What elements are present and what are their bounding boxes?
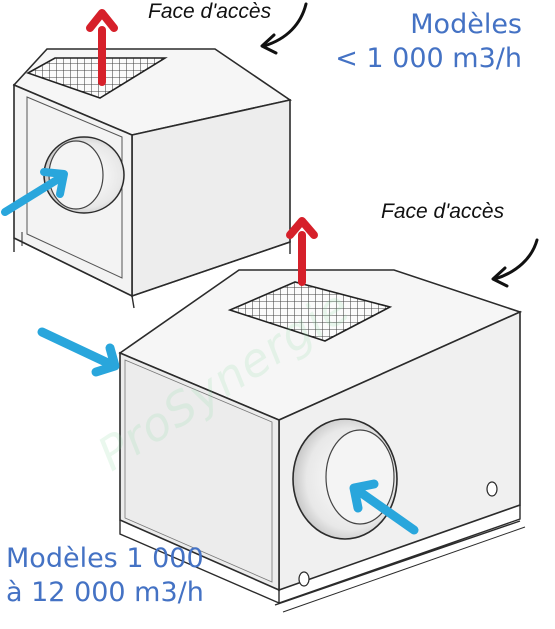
small-unit [12, 48, 292, 309]
large-unit-grille [227, 281, 393, 342]
access-face-label-bottom: Face d'accès [381, 200, 505, 223]
curved-black-arrow-icon [260, 2, 308, 55]
access-face-label-top: Face d'accès [148, 0, 272, 23]
red-up-arrow-icon [86, 9, 118, 86]
small-models-label: Modèles < 1 000 m3/h [330, 8, 522, 76]
small-unit-grille [26, 57, 168, 99]
large-models-line2: à 12 000 m3/h [6, 577, 204, 608]
small-models-line1: Modèles [410, 9, 522, 40]
red-up-arrow-icon [286, 217, 318, 286]
blue-arrow-icon [37, 327, 120, 377]
blue-arrow-icon [349, 479, 419, 535]
large-unit [118, 269, 526, 613]
small-unit-side-face [131, 99, 291, 298]
large-models-label: Modèles 1 000 à 12 000 m3/h [6, 542, 204, 610]
curved-black-arrow-icon [491, 238, 539, 288]
small-models-line2: < 1 000 m3/h [335, 43, 522, 74]
large-models-line1: Modèles 1 000 [6, 543, 204, 574]
blue-arrow-icon [1, 168, 68, 216]
